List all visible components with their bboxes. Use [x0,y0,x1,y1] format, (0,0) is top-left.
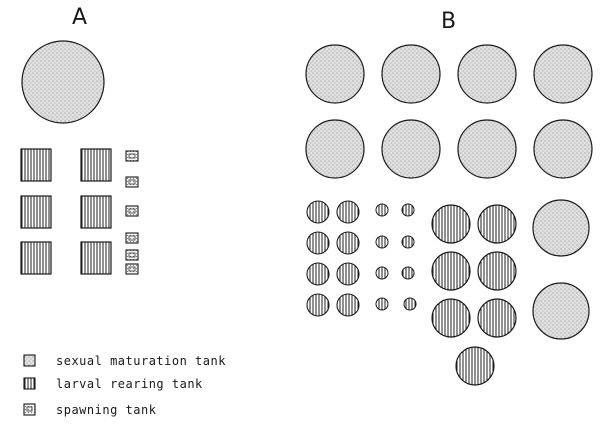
larval-tank [431,251,471,291]
maturation-tank [533,119,593,179]
larval-tank [477,251,517,291]
panel-a [20,40,139,275]
larval-tank [431,298,471,338]
spawning-tank [125,263,139,275]
larval-tank [403,297,417,311]
larval-tank [401,235,415,249]
legend-swatch-inner [26,406,33,412]
maturation-tank [457,119,517,179]
larval-tank [306,200,330,224]
legend-item-larval: larval rearing tank [23,377,203,391]
larval-tank [375,266,389,280]
larval-tank [375,235,389,249]
larval-tank [431,204,471,244]
spawning-tank [125,150,139,162]
larval-tank [80,148,112,182]
larval-tank [20,241,52,275]
larval-tank [336,262,360,286]
maturation-tank [21,40,105,124]
panel-a-label: A [72,5,87,30]
larval-tank [336,293,360,317]
spawning-tank [125,249,139,261]
legend-label-larval: larval rearing tank [56,377,203,391]
legend-item-maturation: sexual maturation tank [23,354,226,368]
spawning-tank [125,205,139,217]
larval-tank [80,241,112,275]
spawning-tank [125,176,139,188]
larval-tank [375,203,389,217]
legend-item-spawning: spawning tank [23,403,157,417]
panel-b [305,44,593,386]
legend-label-maturation: sexual maturation tank [56,354,226,368]
legend-swatch-stipple [23,354,36,367]
maturation-tank [381,44,441,104]
legend-swatch-vertical-lines [23,377,36,390]
larval-tank [455,346,495,386]
larval-tank [80,195,112,229]
maturation-tank [381,119,441,179]
larval-tank [20,195,52,229]
larval-tank [306,293,330,317]
legend-label-spawning: spawning tank [56,403,157,417]
maturation-tank [533,44,593,104]
maturation-tank [305,119,365,179]
larval-tank [401,203,415,217]
spawning-tank [125,232,139,244]
larval-tank [306,231,330,255]
larval-tank [306,262,330,286]
legend-swatch-spawning [23,403,36,416]
maturation-tank [457,44,517,104]
legend: sexual maturation tank larval rearing ta… [23,354,226,417]
larval-tank [477,298,517,338]
larval-tank [375,297,389,311]
maturation-tank [305,44,365,104]
panel-b-label: B [441,9,456,34]
larval-tank [477,204,517,244]
maturation-tank [532,282,590,340]
larval-tank [20,148,52,182]
larval-tank [336,231,360,255]
larval-tank [336,200,360,224]
maturation-tank [532,199,590,257]
larval-tank [401,266,415,280]
